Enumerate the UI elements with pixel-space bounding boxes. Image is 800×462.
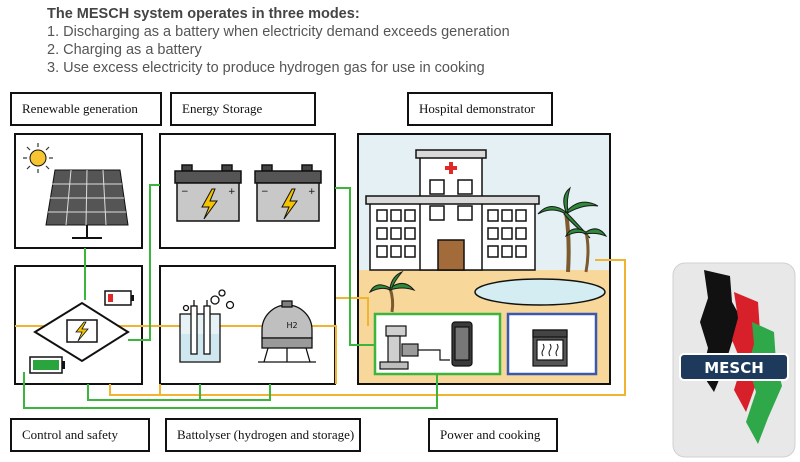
svg-text:−: −: [261, 187, 269, 197]
palm-tree-small-icon: [368, 270, 416, 313]
palm-tree-icon: [537, 186, 608, 273]
label-energy-storage: Energy Storage: [170, 92, 316, 126]
label-battolyser: Battolyser (hydrogen and storage): [165, 418, 361, 452]
label-hospital-demonstrator: Hospital demonstrator: [407, 92, 553, 126]
mode-2: 2. Charging as a battery: [47, 42, 202, 58]
controller-icon: [33, 301, 130, 363]
mode-1: 1. Discharging as a battery when electri…: [47, 24, 510, 40]
battery-icon: − +: [174, 164, 242, 222]
intro-heading: The MESCH system operates in three modes…: [47, 6, 360, 22]
label-control-and-safety: Control and safety: [10, 418, 150, 452]
tank-label: H2: [286, 321, 297, 330]
battery-icon: − +: [254, 164, 322, 222]
logo-text: MESCH: [704, 359, 764, 377]
sun-icon: [23, 143, 53, 173]
hydrogen-tank-icon: H2: [258, 300, 316, 363]
electrolyser-icon: [179, 289, 235, 363]
monitor-icon: [451, 321, 473, 367]
full-battery-icon: [29, 356, 65, 374]
svg-text:+: +: [308, 187, 316, 197]
svg-text:−: −: [181, 187, 189, 197]
solar-panel-icon: [45, 169, 129, 239]
oven-icon: [532, 329, 568, 367]
label-renewable-generation: Renewable generation: [10, 92, 162, 126]
green-wiring: [23, 184, 438, 409]
intro-text: The MESCH system operates in three modes…: [47, 5, 510, 77]
hospital-building-icon: [365, 149, 540, 271]
pond: [474, 278, 606, 306]
low-battery-icon: [104, 290, 134, 306]
mode-3: 3. Use excess electricity to produce hyd…: [47, 60, 485, 76]
mesch-logo: MESCH: [672, 262, 796, 458]
label-power-and-cooking: Power and cooking: [428, 418, 558, 452]
medical-device-icon: [379, 325, 450, 370]
svg-text:+: +: [228, 187, 236, 197]
